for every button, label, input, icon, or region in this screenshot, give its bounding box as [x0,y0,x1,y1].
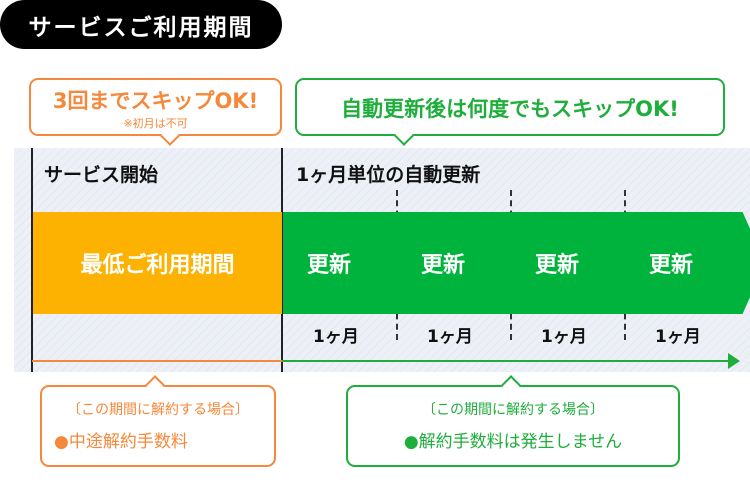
auto-renew-label: 1ヶ月単位の自動更新 [296,164,481,186]
month-label: 1ヶ月 [541,327,587,347]
skip-limit-callout: 3回までスキップOK! ※初月は不可 [29,78,282,146]
skip-limit-note: ※初月は不可 [123,117,188,130]
early-cancel-heading: 〔この期間に解約する場合〕 [67,402,249,418]
section-title: サービスご利用期間 [0,0,282,49]
minimum-period-line [32,360,282,362]
start-divider [31,148,33,372]
renewal-arrow-line [282,360,730,362]
service-start-label: サービス開始 [44,164,159,186]
minimum-period-block: 最低ご利用期間 [33,212,282,314]
month-label: 1ヶ月 [313,327,359,347]
skip-unlimited-callout: 自動更新後は何度でもスキップOK! [295,78,725,146]
no-fee-text: ●解約手数料は発生しません [403,432,623,452]
month-label: 1ヶ月 [427,327,473,347]
no-fee-heading: 〔この期間に解約する場合〕 [422,402,604,418]
month-label: 1ヶ月 [655,327,701,347]
renewal-divider [281,148,283,372]
early-cancel-fee: ●中途解約手数料 [54,432,188,452]
no-fee-callout: 〔この期間に解約する場合〕 ●解約手数料は発生しません [346,375,680,467]
skip-limit-text: 3回までスキップOK! [52,89,259,113]
arrow-head-icon [728,353,740,369]
early-cancel-callout: 〔この期間に解約する場合〕 ●中途解約手数料 [40,375,276,467]
renewal-chevron: 更新 [625,212,750,314]
skip-unlimited-text: 自動更新後は何度でもスキップOK! [341,97,679,121]
